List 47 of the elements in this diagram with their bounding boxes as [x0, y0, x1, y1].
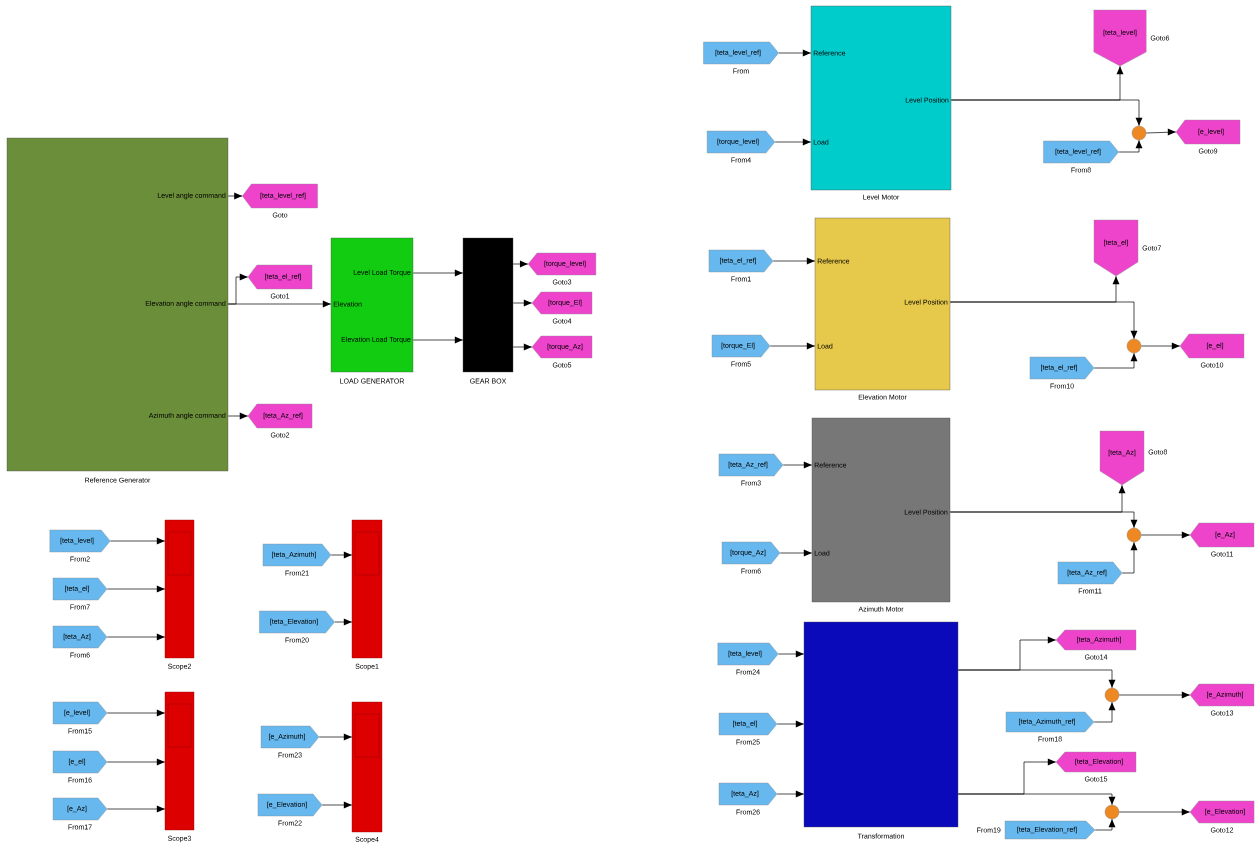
arrow	[949, 301, 1138, 340]
arrow	[512, 343, 533, 351]
arrow	[779, 549, 813, 557]
arrow	[1118, 691, 1191, 699]
sum-block	[1131, 125, 1147, 141]
arrow	[1140, 531, 1191, 539]
arrow	[318, 733, 353, 741]
arrow	[1121, 541, 1138, 574]
arrow	[1093, 352, 1138, 369]
sum-block	[1104, 804, 1120, 820]
arrow	[106, 805, 166, 813]
arrow	[1094, 818, 1116, 831]
arrow	[769, 342, 816, 350]
arrow	[772, 257, 816, 265]
arrow	[412, 336, 464, 344]
arrow	[1118, 139, 1143, 153]
arrow	[321, 801, 353, 809]
arrow	[1145, 128, 1177, 136]
arrow	[778, 49, 812, 57]
arrow	[1093, 701, 1116, 723]
arrow	[776, 720, 805, 728]
arrow	[106, 758, 166, 766]
arrow	[227, 192, 243, 200]
arrow	[512, 299, 533, 307]
arrow	[774, 138, 812, 146]
arrow	[776, 790, 805, 798]
arrow	[1118, 808, 1191, 816]
arrow	[110, 537, 166, 545]
arrow	[227, 412, 249, 420]
arrow	[412, 269, 464, 277]
arrow	[512, 260, 529, 268]
arrow	[778, 650, 805, 658]
arrow	[950, 99, 1143, 127]
arrow	[330, 551, 353, 559]
arrow	[227, 300, 332, 308]
arrow	[957, 793, 1116, 806]
arrow	[106, 585, 166, 593]
sum-block	[1126, 527, 1142, 543]
arrow	[106, 633, 166, 641]
arrow	[949, 511, 1138, 529]
sum-block	[1104, 687, 1120, 703]
arrow	[782, 461, 813, 469]
arrow	[334, 618, 353, 626]
arrow	[106, 709, 166, 717]
sum-block	[1126, 338, 1142, 354]
arrow	[1140, 342, 1181, 350]
arrow	[957, 669, 1116, 689]
